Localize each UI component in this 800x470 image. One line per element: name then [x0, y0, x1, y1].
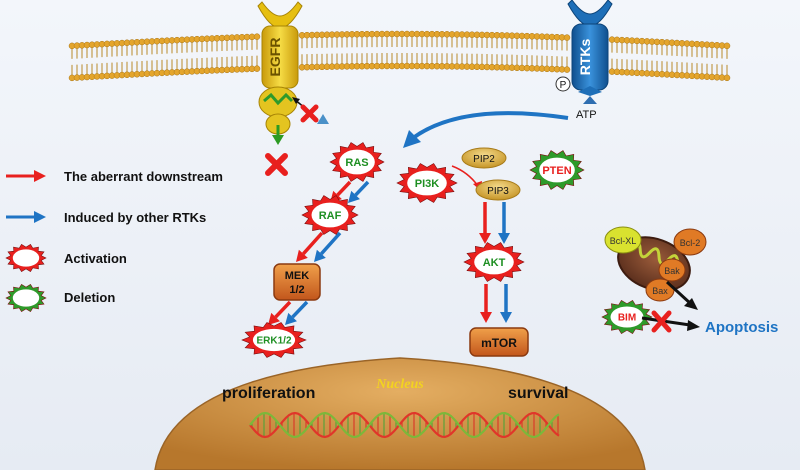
- bak-label: Bak: [664, 266, 680, 276]
- bim-node: BIM: [601, 299, 653, 335]
- mek-to-erk-red: [268, 300, 292, 325]
- pip3-label: PIP3: [487, 186, 509, 197]
- rtk-to-ras-arrow: [411, 111, 569, 140]
- erk-label: ERK1/2: [256, 336, 291, 347]
- pip3-to-akt-red: [479, 202, 491, 244]
- mek-label-line2: 1/2: [289, 284, 304, 296]
- rtks-receptor: RTKs P ATP: [555, 0, 613, 121]
- bcl2-label: Bcl-2: [680, 238, 701, 248]
- legend-activation-icon: [5, 243, 47, 273]
- raf-to-mek-blue: [314, 231, 342, 262]
- mek-node: MEK 1/2: [273, 263, 321, 301]
- mek-to-erk-blue: [285, 300, 309, 325]
- egfr-receptor: EGFR: [257, 1, 329, 176]
- legend-deletion-icon: [5, 283, 47, 313]
- bcl2-node: Bcl-2: [673, 228, 707, 256]
- atp-label: ATP: [576, 109, 597, 121]
- bax-label: Bax: [652, 286, 668, 296]
- akt-to-mtor-red: [480, 284, 492, 323]
- legend-induced: Induced by other RTKs: [6, 210, 206, 225]
- survival-label: survival: [508, 385, 568, 402]
- ras-to-raf-blue: [348, 180, 370, 203]
- legend: The aberrant downstream Induced by other…: [5, 169, 223, 313]
- pi3k-node: PI3K: [396, 163, 458, 203]
- apoptosis-arrows: [641, 280, 700, 333]
- nucleus: Nucleus proliferation survival: [154, 357, 646, 470]
- raf-label: RAF: [319, 210, 342, 222]
- legend-activation-label: Activation: [64, 251, 127, 266]
- rtks-label: RTKs: [577, 39, 593, 76]
- proliferation-label: proliferation: [222, 385, 315, 402]
- raf-node: RAF: [301, 195, 359, 235]
- bim-label: BIM: [618, 313, 636, 324]
- akt-to-mtor-blue: [500, 284, 512, 323]
- mtor-node: mTOR: [469, 327, 529, 357]
- mtor-label: mTOR: [481, 336, 517, 350]
- pip3-node: PIP3: [475, 179, 521, 201]
- egfr-green-arrow: [272, 135, 284, 145]
- egfr-inhibitor-icon: [292, 97, 329, 124]
- apoptosis-cluster: Bcl-XL Bcl-2 Bak Bax Apoptosis: [604, 226, 778, 336]
- legend-deletion-label: Deletion: [64, 290, 115, 305]
- bax-node: Bax: [645, 278, 675, 302]
- legend-aberrant: The aberrant downstream: [6, 169, 223, 184]
- nucleus-label: Nucleus: [375, 377, 424, 392]
- egfr-label: EGFR: [267, 38, 283, 77]
- red-x-icon: [265, 153, 288, 176]
- pi3k-label: PI3K: [415, 178, 440, 190]
- phosphate-circle-icon: [555, 76, 571, 92]
- pten-node: PTEN: [529, 150, 585, 190]
- apoptosis-label: Apoptosis: [705, 319, 778, 336]
- pip2-node: PIP2: [461, 147, 507, 169]
- ras-label: RAS: [345, 157, 368, 169]
- ras-node: RAS: [329, 142, 385, 182]
- bclxl-node: Bcl-XL: [604, 226, 642, 254]
- legend-activation-star: [5, 243, 47, 273]
- cell-membrane: [68, 30, 731, 82]
- legend-deletion-star: [5, 283, 47, 313]
- legend-aberrant-label: The aberrant downstream: [64, 169, 223, 184]
- bclxl-label: Bcl-XL: [610, 236, 637, 246]
- phospho-label: P: [560, 80, 567, 91]
- pten-label: PTEN: [542, 165, 571, 177]
- dna-helix: [249, 411, 560, 439]
- erk-node: ERK1/2: [241, 322, 307, 358]
- mek-label-line1: MEK: [285, 270, 310, 282]
- pathway-arrows: [268, 180, 512, 325]
- akt-node: AKT: [463, 242, 525, 282]
- legend-induced-label: Induced by other RTKs: [64, 210, 206, 225]
- pip3-to-akt-blue: [498, 202, 510, 244]
- pip2-label: PIP2: [473, 154, 495, 165]
- egfr-kinase-domain: [263, 92, 294, 106]
- red-x-icon: [651, 310, 672, 333]
- bak-node: Bak: [658, 258, 686, 282]
- raf-to-mek-red: [296, 231, 324, 262]
- akt-label: AKT: [483, 257, 506, 269]
